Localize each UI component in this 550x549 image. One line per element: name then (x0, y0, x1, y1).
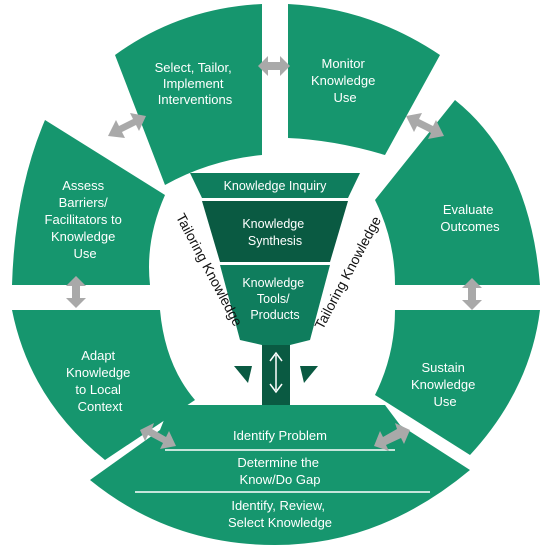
segment-assess (12, 120, 165, 285)
segment-select-tailor (115, 4, 262, 185)
funnel-synthesis (202, 201, 348, 262)
double-headed-arrow-icon (66, 276, 86, 308)
double-headed-arrow-icon (140, 423, 176, 449)
knowledge-tools-label: Knowledge Tools/ Products (242, 276, 307, 322)
assess-label: Assess Barriers/ Facilitators to Knowled… (45, 178, 126, 261)
double-headed-arrow-icon (462, 278, 482, 310)
down-arrow-icon (234, 366, 318, 383)
identify-review-label: Identify, Review, Select Knowledge (228, 498, 332, 530)
select-tailor-label: Select, Tailor, Implement Interventions (155, 60, 236, 107)
double-headed-arrow-icon (269, 351, 283, 394)
segment-adapt (12, 310, 195, 460)
double-headed-arrow-icon (258, 56, 290, 76)
monitor-label: Monitor Knowledge Use (311, 56, 379, 105)
double-headed-arrow-icon (406, 113, 444, 139)
evaluate-label: Evaluate Outcomes (440, 202, 500, 234)
segment-monitor (288, 4, 440, 155)
identify-problem-label: Identify Problem (233, 428, 327, 443)
segment-evaluate (375, 100, 540, 285)
funnel-tools (220, 265, 330, 345)
double-headed-arrow-icon (374, 423, 410, 451)
knowledge-inquiry-label: Knowledge Inquiry (224, 179, 328, 193)
sustain-label: Sustain Knowledge Use (411, 360, 479, 409)
segment-sustain (375, 310, 540, 455)
double-headed-arrow-icon (108, 113, 146, 138)
funnel-inquiry (190, 173, 360, 198)
adapt-label: Adapt Knowledge to Local Context (66, 348, 134, 414)
know-do-gap-label: Determine the Know/Do Gap (237, 455, 322, 487)
base-segment (90, 405, 470, 545)
knowledge-synthesis-label: Knowledge Synthesis (242, 217, 307, 248)
